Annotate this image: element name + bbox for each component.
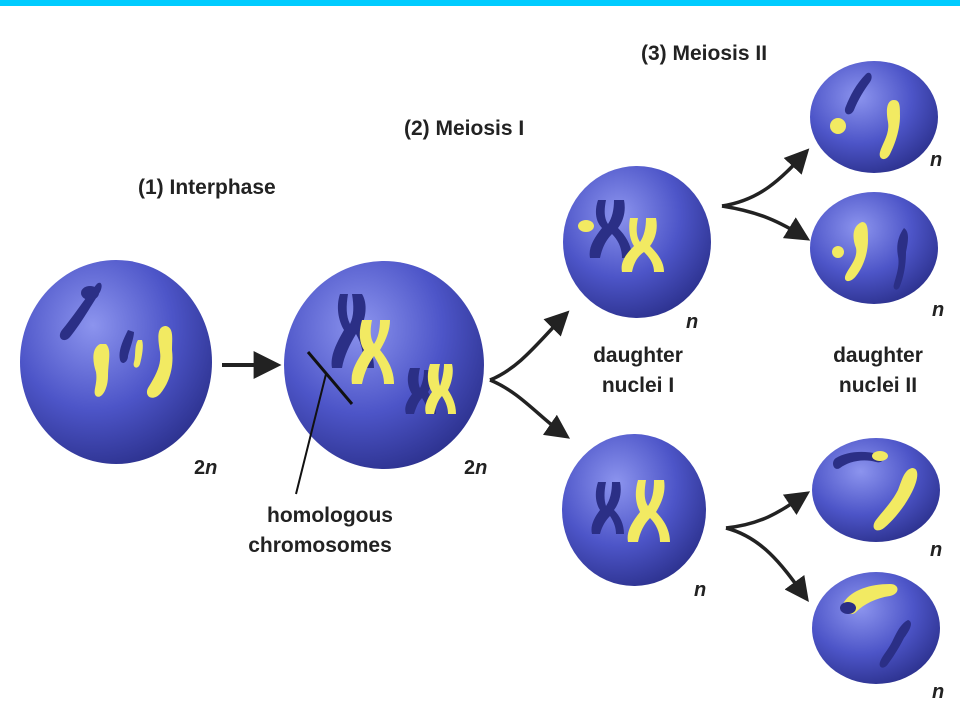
- daughter-nucleus-2a: [810, 61, 938, 173]
- arrow-meiosis1-to-daughter-top: [489, 310, 570, 382]
- stage-label-interphase: (1) Interphase: [138, 176, 276, 199]
- daughter-nucleus-1-top: [563, 166, 711, 318]
- arrow-meiosis1-to-daughter-bottom: [489, 378, 571, 439]
- homologous-bracket: [306, 351, 354, 405]
- stage-label-meiosis-1: (2) Meiosis I: [404, 117, 524, 140]
- ploidy-daughter-2d: n: [932, 681, 944, 703]
- nucleus-meiosis-1: [284, 261, 484, 469]
- homologous-label-line1: homologous: [267, 504, 393, 527]
- arrow-daughter1top-to-d2b: [721, 204, 811, 241]
- daughter-1-label-line2: nuclei I: [602, 374, 674, 397]
- daughter-nucleus-1-bottom: [562, 434, 706, 586]
- homologous-label-line2: chromosomes: [248, 534, 392, 557]
- arrow-daughter1bottom-to-d2c: [725, 491, 811, 530]
- ploidy-daughter-2c: n: [930, 539, 942, 561]
- daughter-1-label-line1: daughter: [593, 344, 683, 367]
- daughter-2-label-line1: daughter: [833, 344, 923, 367]
- daughter-nucleus-2b: [810, 192, 938, 304]
- ploidy-interphase: 2n: [194, 457, 217, 479]
- ploidy-daughter-2a: n: [930, 149, 942, 171]
- ploidy-meiosis-1: 2n: [464, 457, 487, 479]
- stage-label-meiosis-2: (3) Meiosis II: [641, 42, 767, 65]
- daughter-2-label-line2: nuclei II: [839, 374, 917, 397]
- arrow-daughter1bottom-to-d2d: [725, 526, 809, 602]
- ploidy-daughter-1-bottom: n: [694, 579, 706, 601]
- daughter-nucleus-2c: [812, 438, 940, 542]
- nucleus-interphase: [20, 260, 212, 464]
- daughter-nucleus-2d: [812, 572, 940, 684]
- arrow-daughter1top-to-d2a: [721, 148, 810, 208]
- top-accent-bar: [0, 0, 960, 6]
- ploidy-daughter-1-top: n: [686, 311, 698, 333]
- ploidy-daughter-2b: n: [932, 299, 944, 321]
- homologous-leader-line: [295, 373, 327, 495]
